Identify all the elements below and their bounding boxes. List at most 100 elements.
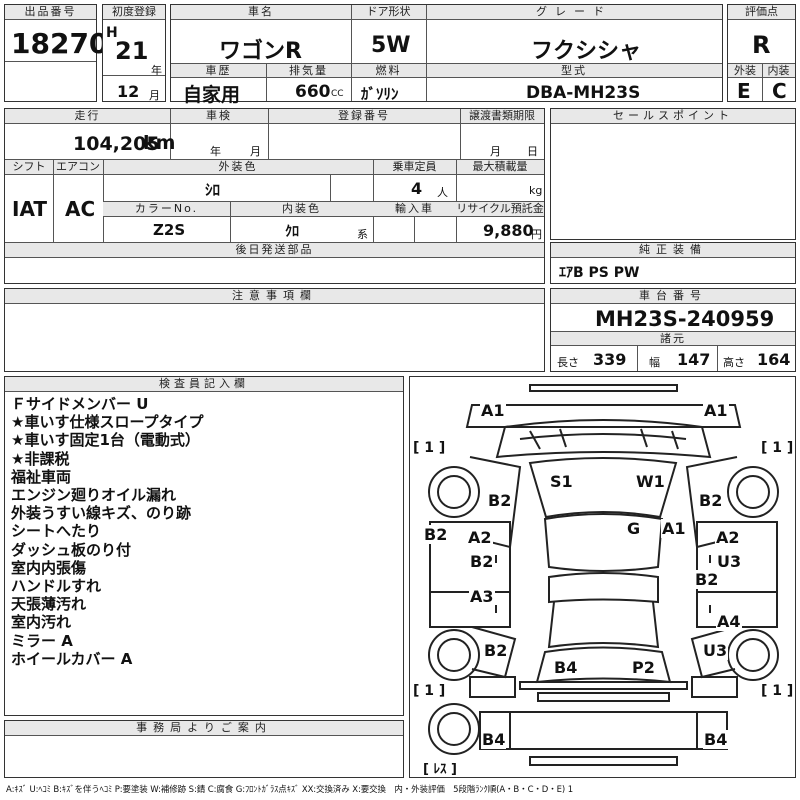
month-unit: 月 — [149, 89, 160, 102]
remark-line: ★非課税 — [11, 449, 70, 468]
remark-line: 室内内張傷 — [11, 558, 87, 577]
damage-u3-rear-right: U3 — [702, 641, 729, 660]
damage-b4-back-right: B4 — [703, 730, 729, 749]
model-label: 型式 — [426, 64, 722, 78]
spare-tire-label: [ ﾚｽ ] — [422, 758, 458, 777]
length-label: 長さ — [557, 356, 579, 369]
first-reg-label: 初度登録 — [103, 5, 165, 20]
equipment-value: ｴｱB PS PW — [559, 265, 640, 281]
tire-front-left: [ 1 ] — [412, 440, 447, 456]
color-no-label: カラーNo. — [103, 202, 230, 217]
lot-box: 出品番号 18270 — [4, 4, 108, 102]
office-box: 事務局よりご案内 — [4, 720, 404, 778]
damage-b2-front-right: B2 — [698, 491, 724, 510]
lot-number: 18270 — [11, 27, 109, 60]
fuel: ｶﾞｿﾘﾝ — [361, 85, 399, 103]
color-label: 外装色 — [103, 160, 373, 175]
shift-label: シフト — [5, 160, 53, 175]
tire-rear-right: [ 1 ] — [760, 683, 795, 699]
damage-w1: W1 — [635, 472, 666, 491]
inspector-label: 検査員記入欄 — [5, 377, 403, 392]
exterior-score: E — [737, 79, 751, 103]
capacity-label: 乗車定員 — [373, 160, 456, 175]
remark-line: 外装うすい線キズ、のり跡 — [11, 504, 192, 523]
transfer-day-unit: 日 — [527, 145, 538, 158]
damage-u3-right-door: U3 — [716, 552, 743, 571]
score-box: 評価点 R 外装 内装 E C — [727, 4, 796, 103]
damage-s1: S1 — [549, 472, 574, 491]
damage-g: G — [626, 519, 642, 538]
grade-label: グレード — [426, 5, 722, 20]
first-registration-box: 初度登録 H 21 年 12 月 — [102, 4, 166, 102]
interior-label: 内装 — [762, 64, 795, 78]
damage-b4-roof: B4 — [553, 658, 579, 677]
remark-line: ★車いす固定1台（電動式） — [11, 431, 200, 450]
remark-line: 福祉車両 — [11, 467, 72, 486]
displacement-unit: CC — [331, 89, 344, 99]
damage-b2-left-door: B2 — [469, 552, 495, 571]
remark-line: 天張薄汚れ — [11, 595, 87, 614]
model-code: DBA-MH23S — [526, 83, 641, 103]
grade: フクシシャ — [531, 39, 642, 64]
sales-points-box: セールスポイント — [550, 108, 796, 240]
recycle-label: リサイクル預託金 — [456, 202, 544, 217]
transfer-month-unit: 月 — [490, 145, 501, 158]
lot-label: 出品番号 — [5, 5, 96, 20]
damage-b2-left-side: B2 — [423, 525, 449, 544]
exterior-label: 外装 — [728, 64, 762, 78]
displacement-label: 排気量 — [266, 64, 351, 78]
height: 164 — [757, 350, 791, 369]
remark-line: ダッシュ板のり付 — [11, 540, 132, 559]
score-label: 評価点 — [728, 5, 795, 20]
era: H — [106, 25, 118, 41]
chassis-number: MH23S-240959 — [595, 307, 775, 331]
damage-a3-left: A3 — [469, 587, 495, 606]
capacity: 4 — [411, 179, 423, 198]
car-name: ワゴンR — [219, 39, 302, 64]
damage-a1-windshield: A1 — [661, 519, 687, 538]
load-unit: kg — [529, 184, 543, 197]
interior-color-label: 内装色 — [230, 202, 373, 217]
history-label: 車歴 — [171, 64, 266, 78]
remark-line: 室内汚れ — [11, 613, 72, 632]
reg-month: 12 — [117, 82, 140, 101]
shift: IAT — [12, 197, 48, 221]
equipment-box: 純正装備 ｴｱB PS PW — [550, 242, 796, 284]
notes-label: 注意事項欄 — [5, 289, 544, 304]
remark-line: ハンドルすれ — [11, 577, 102, 596]
mileage-label: 走行 — [5, 109, 170, 124]
history: 自家用 — [183, 84, 241, 106]
car-diagram — [428, 384, 779, 766]
ac-label: エアコン — [53, 160, 103, 175]
damage-p2-roof: P2 — [631, 658, 656, 677]
width: 147 — [677, 350, 711, 369]
import-label: 輸入車 — [373, 202, 456, 217]
tire-front-right: [ 1 ] — [760, 440, 795, 456]
recycle-unit: 円 — [531, 228, 542, 241]
door-type: 5W — [371, 33, 411, 58]
sales-points-label: セールスポイント — [551, 109, 795, 124]
remark-line: エンジン廻りオイル漏れ — [11, 486, 177, 505]
load-label: 最大積載量 — [456, 160, 544, 175]
width-label: 幅 — [649, 356, 660, 369]
recycle-fee: 9,880 — [483, 221, 534, 240]
displacement: 660 — [295, 82, 331, 102]
remark-line: ホイールカバー A — [11, 649, 133, 668]
mileage: 104,205 — [73, 133, 160, 155]
damage-a2-left: A2 — [467, 528, 493, 547]
height-label: 高さ — [723, 356, 745, 369]
car-name-label: 車名 — [171, 5, 351, 20]
remark-line: Ｆサイドメンバー U — [11, 395, 149, 413]
remark-line: ★車いす仕様スロープタイプ — [11, 413, 204, 432]
tire-rear-left: [ 1 ] — [412, 683, 447, 699]
reg-year: 21 — [115, 37, 149, 65]
damage-b2-right-door: B2 — [694, 570, 720, 589]
interior-color-unit: 系 — [357, 228, 368, 241]
capacity-unit: 人 — [437, 186, 448, 199]
office-label: 事務局よりご案内 — [5, 721, 403, 736]
mileage-unit: km — [143, 132, 176, 154]
car-diagram-box: A1 A1 [ 1 ] [ 1 ] S1 W1 B2 B2 G A1 B2 A2… — [409, 376, 796, 778]
inspection-label: 車検 — [170, 109, 268, 124]
damage-a4-right: A4 — [716, 612, 742, 631]
notes-box: 注意事項欄 — [4, 288, 545, 372]
